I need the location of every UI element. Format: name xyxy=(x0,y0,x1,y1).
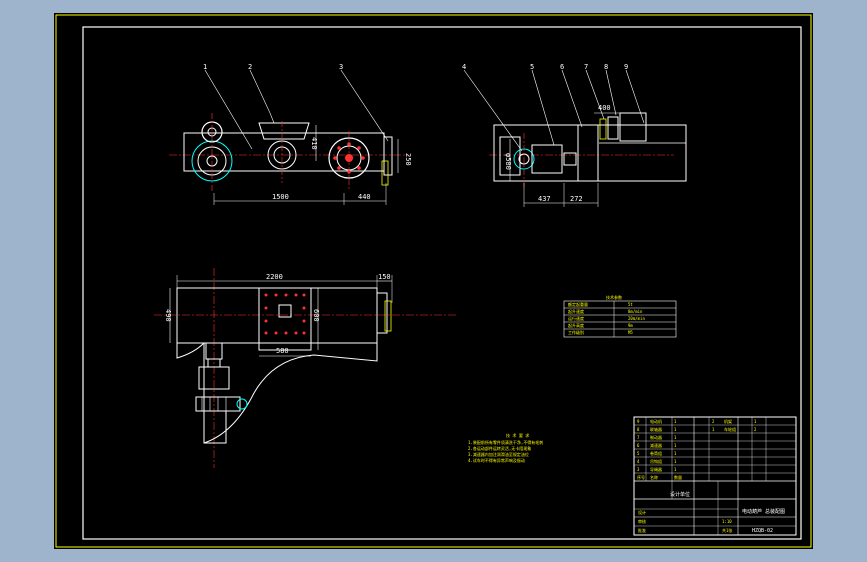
parts-row-qty: 1 xyxy=(674,427,677,432)
parts-row-name: 机架 xyxy=(724,418,732,424)
parts-row-qty: 1 xyxy=(674,451,677,456)
spec-name: 起升速度 xyxy=(568,308,584,314)
cad-drawing: 1 2 3 4 5 6 7 8 9 1500 440 250 410 437 2… xyxy=(55,14,812,548)
parts-row-name: 制动器 xyxy=(650,434,662,440)
spec-value: 5t xyxy=(628,302,633,307)
part-labels: 1 2 3 4 5 6 7 8 9 xyxy=(203,63,628,71)
part-label-8: 8 xyxy=(604,63,608,71)
spec-value: 8m/min xyxy=(628,309,643,314)
parts-row-no: 6 xyxy=(637,443,640,448)
part-label-9: 9 xyxy=(624,63,628,71)
plan-view xyxy=(154,268,457,468)
parts-row-qty: 1 xyxy=(754,419,757,424)
parts-header: 数量 xyxy=(674,474,682,480)
org-name: 设计单位 xyxy=(670,491,690,498)
parts-row-no: 1 xyxy=(712,427,715,432)
spec-table-title: 技术参数 xyxy=(606,294,622,300)
drawing-title: 电动葫芦 总装配图 xyxy=(742,508,785,515)
parts-row-name: 联轴器 xyxy=(650,426,662,432)
tech-note-line: 1.装配前所有零件须清洗干净,不得有毛刺 xyxy=(468,439,543,445)
parts-row-qty: 1 xyxy=(674,435,677,440)
parts-row-no: 5 xyxy=(637,451,640,456)
dim-580: 580 xyxy=(276,347,289,355)
parts-row-no: 2 xyxy=(712,419,715,424)
dim-250: 250 xyxy=(404,153,412,166)
parts-row-no: 3 xyxy=(637,467,640,472)
spec-table-text: 技术参数 额定起重量 5t 起升速度 8m/min 运行速度 20m/min 起… xyxy=(568,294,645,335)
inner-frame xyxy=(82,26,802,540)
drawing-number: HZQB-02 xyxy=(752,528,773,534)
technical-notes: 技 术 要 求 1.装配前所有零件须清洗干净,不得有毛刺 2.各运动部件运转灵活… xyxy=(468,432,543,463)
title-block xyxy=(633,416,797,536)
tech-note-line: 2.各运动部件运转灵活,无卡阻现象 xyxy=(468,445,531,451)
spec-name: 工作级别 xyxy=(568,329,584,335)
sign-role: 审核 xyxy=(638,518,646,524)
parts-row-name: 减速器 xyxy=(650,442,662,448)
part-label-1: 1 xyxy=(203,63,207,71)
spec-name: 额定起重量 xyxy=(568,301,588,307)
parts-row-name: 车轮组 xyxy=(724,426,736,432)
tech-note-line: 4.试车时不得有异常声响及振动 xyxy=(468,457,525,463)
dim-490: 490 xyxy=(164,309,172,322)
part-label-3: 3 xyxy=(339,63,343,71)
dim-600: 600 xyxy=(312,309,320,322)
parts-row-name: 卷筒组 xyxy=(650,450,662,456)
parts-row-no: 9 xyxy=(637,419,640,424)
dim-400: 400 xyxy=(598,104,611,112)
front-elevation-view xyxy=(169,69,409,205)
dim-580-diameter: φ580 xyxy=(504,153,512,170)
spec-name: 起升高度 xyxy=(568,322,584,328)
sheet-count: 共1张 xyxy=(722,527,732,533)
spec-value: 20m/min xyxy=(628,316,645,321)
part-label-4: 4 xyxy=(462,63,466,71)
part-label-5: 5 xyxy=(530,63,534,71)
dim-437: 437 xyxy=(538,195,551,203)
dim-1500: 1500 xyxy=(272,193,289,201)
parts-row-qty: 1 xyxy=(674,459,677,464)
spec-name: 运行速度 xyxy=(568,315,584,321)
sign-role: 批准 xyxy=(638,527,646,533)
tech-note-line: 3.减速器内加注润滑油至规定油位 xyxy=(468,451,529,457)
outer-frame xyxy=(55,14,812,548)
parts-row-no: 4 xyxy=(637,459,640,464)
parts-row-qty: 1 xyxy=(674,443,677,448)
parts-header: 序号 xyxy=(637,474,645,480)
spec-value: M5 xyxy=(628,330,633,335)
parts-row-name: 导绳器 xyxy=(650,466,662,472)
drawing-sheet: 1 2 3 4 5 6 7 8 9 1500 440 250 410 437 2… xyxy=(54,13,813,549)
dim-440: 440 xyxy=(358,193,371,201)
parts-row-qty: 1 xyxy=(674,419,677,424)
dim-2200: 2200 xyxy=(266,273,283,281)
dim-272: 272 xyxy=(570,195,583,203)
spec-table xyxy=(563,300,677,338)
dim-410: 410 xyxy=(310,137,318,150)
scale: 1:10 xyxy=(722,519,732,524)
parts-row-name: 电动机 xyxy=(650,418,662,424)
parts-row-no: 8 xyxy=(637,427,640,432)
dimension-labels: 1500 440 250 410 437 272 400 φ580 2200 1… xyxy=(164,104,611,355)
part-label-2: 2 xyxy=(248,63,252,71)
parts-row-qty: 2 xyxy=(754,427,757,432)
parts-row-name: 吊钩组 xyxy=(650,458,662,464)
side-elevation-view xyxy=(463,69,687,207)
parts-row-qty: 1 xyxy=(674,467,677,472)
parts-header: 名称 xyxy=(650,474,658,480)
dim-150: 150 xyxy=(378,273,391,281)
spec-value: 9m xyxy=(628,323,633,328)
parts-row-no: 7 xyxy=(637,435,640,440)
tech-notes-title: 技 术 要 求 xyxy=(506,432,529,438)
part-label-6: 6 xyxy=(560,63,564,71)
title-block-text: 9 电动机 1 8 联轴器 1 7 制动器 1 6 减速器 1 5 卷筒组 1 … xyxy=(637,418,785,534)
sign-role: 设计 xyxy=(638,509,646,515)
part-label-7: 7 xyxy=(584,63,588,71)
